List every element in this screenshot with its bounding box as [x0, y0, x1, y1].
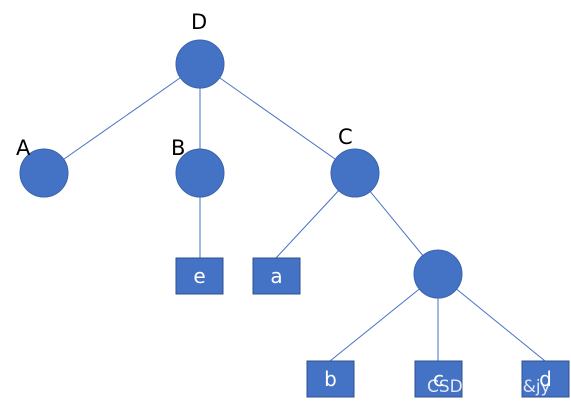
leaf-a-label: a	[270, 264, 282, 288]
node-d-label: D	[191, 10, 207, 34]
node-x-circle	[413, 249, 463, 299]
leaf-c-label: c	[433, 367, 444, 391]
leaf-d-label: d	[539, 367, 552, 391]
node-c-circle	[330, 148, 380, 198]
node-b-circle	[175, 148, 225, 198]
leaf-b-box	[306, 360, 355, 398]
edge-d-c	[199, 63, 356, 174]
node-c-label: C	[338, 125, 353, 149]
node-d-circle	[175, 39, 225, 89]
node-a-label: A	[16, 136, 31, 160]
leaf-c-box	[414, 360, 463, 398]
node-b-label: B	[171, 136, 185, 160]
leaf-d-box	[521, 360, 570, 398]
watermark-text: CSDN @qw&jy	[427, 377, 551, 397]
node-a-circle	[19, 148, 69, 198]
edge-d-a	[43, 63, 201, 174]
leaf-a-box	[252, 257, 301, 295]
leaf-b-label: b	[324, 367, 337, 391]
leaf-e-box	[175, 257, 224, 295]
leaf-e-label: e	[193, 264, 205, 288]
